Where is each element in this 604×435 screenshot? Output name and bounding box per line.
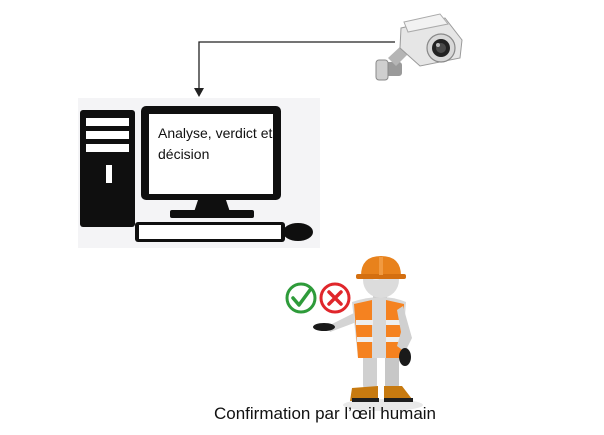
construction-worker-figure xyxy=(313,256,423,411)
cross-circle-icon xyxy=(319,282,351,314)
diagram-caption: Confirmation par l’œil humain xyxy=(213,404,437,423)
connector-arrow xyxy=(194,41,395,97)
check-circle-icon xyxy=(285,282,317,314)
desktop-computer-icon xyxy=(78,98,320,248)
security-camera-icon xyxy=(375,13,463,81)
computer-screen-label: Analyse, verdict et décision xyxy=(158,125,273,162)
